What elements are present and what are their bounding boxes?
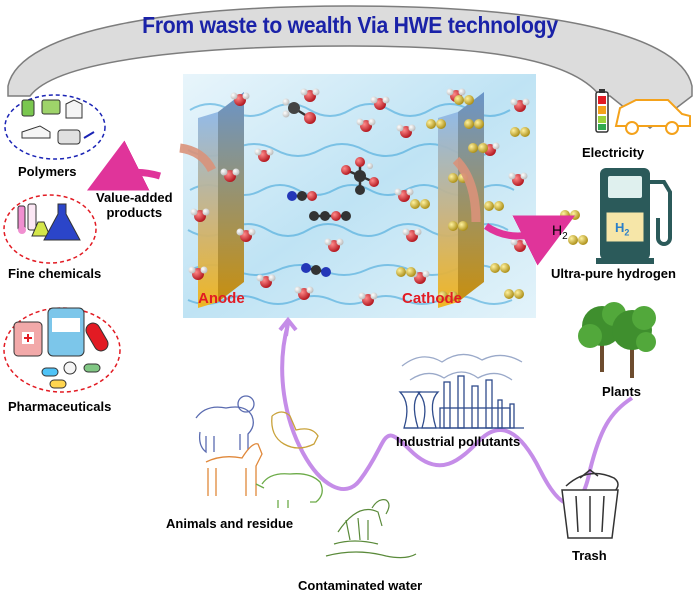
polymers-label: Polymers bbox=[18, 164, 77, 179]
value-added-line-2: products bbox=[106, 205, 163, 220]
value-added-products-label: Value-added products bbox=[96, 190, 173, 220]
hydrogen-formula-subscript: 2 bbox=[562, 230, 568, 242]
electricity-label: Electricity bbox=[582, 145, 645, 160]
trash-label: Trash bbox=[572, 548, 607, 563]
water-molecules bbox=[188, 88, 530, 306]
ultra-pure-hydrogen-label: Ultra-pure hydrogen bbox=[551, 266, 676, 281]
cathode-label: Cathode bbox=[402, 290, 462, 307]
tank-h2-subscript: 2 bbox=[624, 227, 630, 238]
tank-h2-letter: H bbox=[615, 220, 625, 235]
diagram-title: From waste to wealth Via HWE technology bbox=[142, 12, 558, 38]
animals-and-residue-label: Animals and residue bbox=[166, 516, 294, 531]
title-banner-arc bbox=[7, 5, 693, 129]
anode-label: Anode bbox=[198, 290, 245, 307]
value-added-line-1: Value-added bbox=[96, 190, 173, 205]
hydrogen-formula-label: H2 bbox=[552, 222, 568, 242]
hydrogen-formula-letter: H bbox=[552, 222, 563, 238]
contaminated-water-label: Contaminated water bbox=[298, 578, 423, 593]
plants-label: Plants bbox=[602, 384, 642, 399]
curved-arrows bbox=[86, 140, 576, 266]
flow-curve bbox=[278, 316, 634, 506]
pharmaceuticals-illustration bbox=[3, 307, 121, 393]
plants-illustration bbox=[578, 302, 656, 378]
fine-chemicals-label: Fine chemicals bbox=[8, 266, 102, 281]
trash-illustration bbox=[561, 469, 619, 539]
fine-chemicals-illustration bbox=[3, 194, 97, 264]
tank-h2-label: H2 bbox=[615, 220, 629, 238]
hydrogen-molecules bbox=[396, 95, 588, 301]
industrial-pollutants-label: Industrial pollutants bbox=[396, 434, 521, 449]
animals-illustration bbox=[195, 395, 323, 508]
electricity-illustration bbox=[595, 89, 691, 135]
hydrogen-pump-illustration bbox=[596, 168, 672, 264]
industrial-pollutants-illustration bbox=[398, 353, 524, 429]
reactor-panel bbox=[183, 74, 536, 318]
organic-molecules bbox=[282, 98, 379, 277]
polymers-illustration bbox=[4, 94, 106, 160]
contaminated-water-illustration bbox=[325, 499, 417, 559]
pharmaceuticals-label: Pharmaceuticals bbox=[8, 399, 112, 414]
